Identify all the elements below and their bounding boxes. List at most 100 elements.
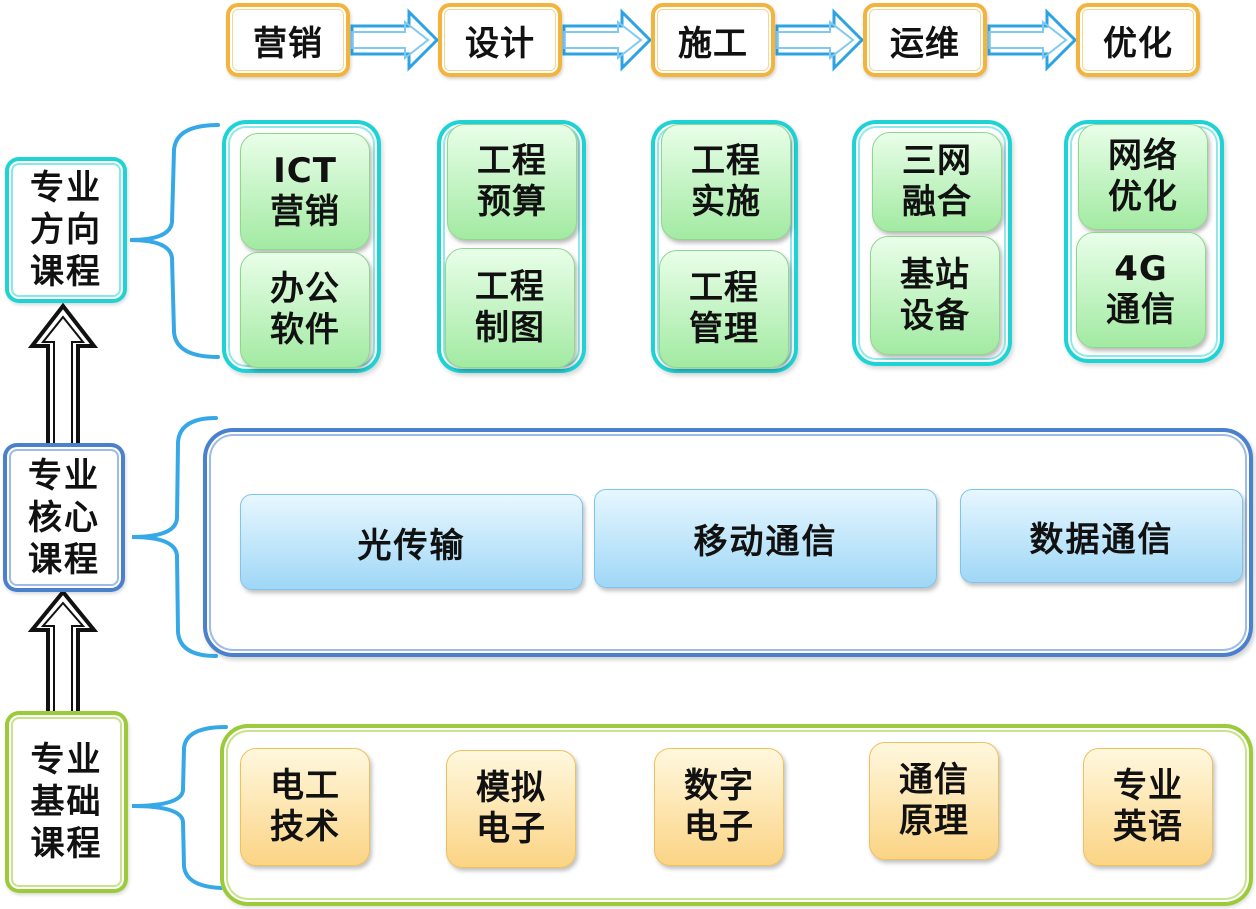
course-box: 模拟 电子 bbox=[446, 750, 576, 868]
course-label-line: 移动通信 bbox=[693, 522, 838, 562]
course-label-line: 管理 bbox=[689, 309, 759, 349]
course-label-line: 软件 bbox=[270, 310, 340, 350]
left-brace-direction bbox=[129, 123, 220, 359]
course-box: 电工 技术 bbox=[240, 748, 370, 866]
course-box: 工程 制图 bbox=[445, 248, 575, 368]
course-box: 移动通信 bbox=[594, 489, 937, 588]
level-title-direction: 专业 方向 课程 bbox=[5, 157, 127, 303]
level-title-line: 课程 bbox=[30, 252, 102, 292]
process-step-marketing: 营销 bbox=[226, 3, 350, 77]
course-group-operation: 三网 融合 基站 设备 bbox=[852, 120, 1012, 366]
arrow-outline bbox=[27, 588, 99, 716]
process-step-label: 营销 bbox=[253, 23, 323, 64]
level-title-line: 基础 bbox=[30, 782, 103, 822]
course-label-line: 办公 bbox=[270, 269, 340, 309]
arrow-outline bbox=[350, 8, 440, 72]
course-label-line: 数据通信 bbox=[1029, 519, 1174, 560]
course-group-design: 工程 预算 工程 制图 bbox=[437, 120, 586, 373]
course-box: 4G 通信 bbox=[1076, 232, 1206, 348]
course-group-construction: 工程 实施 工程 管理 bbox=[651, 120, 798, 373]
course-box: 三网 融合 bbox=[872, 132, 1002, 232]
course-label-line: 基站 bbox=[900, 254, 970, 295]
level-title-line: 课程 bbox=[30, 824, 103, 864]
left-brace-core bbox=[131, 416, 218, 658]
level-title-line: 专业 bbox=[28, 455, 100, 496]
course-group-marketing: ICT 营销 办公 软件 bbox=[222, 120, 381, 373]
course-label-line: 制图 bbox=[475, 308, 545, 348]
course-label-line: 光传输 bbox=[357, 525, 466, 566]
course-label-line: 工程 bbox=[689, 268, 759, 308]
course-label-line: 电工 bbox=[270, 766, 340, 806]
foundation-course-panel: 电工 技术 模拟 电子 数字 电子 通信 原理 专业 英语 bbox=[220, 724, 1253, 906]
course-label-line: 优化 bbox=[1108, 177, 1178, 217]
process-step-construction: 施工 bbox=[651, 3, 775, 77]
course-label-line: 工程 bbox=[475, 267, 545, 307]
process-step-operation: 运维 bbox=[863, 3, 987, 77]
arrow-outline bbox=[27, 302, 99, 448]
process-step-design: 设计 bbox=[438, 3, 562, 77]
course-label-line: ICT bbox=[273, 150, 337, 191]
course-label-line: 原理 bbox=[899, 801, 969, 841]
process-step-label: 施工 bbox=[678, 23, 748, 64]
arrow-inner-line bbox=[351, 19, 430, 61]
course-label-line: 三网 bbox=[902, 141, 972, 181]
course-label-line: 营销 bbox=[270, 191, 340, 232]
course-box: 通信 原理 bbox=[869, 742, 999, 860]
up-arrow-icon bbox=[27, 302, 99, 448]
course-box: 工程 实施 bbox=[661, 124, 791, 240]
course-box: 数据通信 bbox=[960, 489, 1243, 583]
left-brace-foundation bbox=[131, 725, 228, 890]
arrow-inner-line bbox=[776, 19, 855, 61]
course-label-line: 模拟 bbox=[476, 768, 546, 808]
course-label-line: 融合 bbox=[902, 182, 972, 222]
course-label-line: 通信 bbox=[899, 760, 969, 800]
arrow-outline bbox=[562, 8, 653, 72]
course-box: 办公 软件 bbox=[240, 252, 370, 368]
arrow-outline bbox=[987, 8, 1078, 72]
right-arrow-icon bbox=[987, 8, 1078, 72]
process-step-optimization: 优化 bbox=[1076, 3, 1200, 77]
course-box: 数字 电子 bbox=[654, 748, 784, 866]
course-label-line: 实施 bbox=[691, 182, 761, 222]
core-course-panel: 光传输 移动通信 数据通信 bbox=[203, 428, 1253, 657]
course-label-line: 技术 bbox=[270, 807, 340, 847]
course-box: 工程 管理 bbox=[659, 250, 789, 368]
course-box: 基站 设备 bbox=[870, 236, 1000, 355]
course-label-line: 预算 bbox=[477, 182, 547, 222]
course-box: 工程 预算 bbox=[447, 124, 577, 240]
course-label-line: 电子 bbox=[476, 809, 546, 849]
arrow-inner-line bbox=[563, 19, 643, 61]
course-box: 光传输 bbox=[240, 494, 583, 590]
level-title-core: 专业 核心 课程 bbox=[3, 443, 125, 592]
course-label-line: 英语 bbox=[1113, 807, 1183, 847]
process-step-label: 运维 bbox=[890, 23, 960, 64]
right-arrow-icon bbox=[350, 8, 440, 72]
course-label-line: 设备 bbox=[900, 295, 970, 336]
level-title-line: 方向 bbox=[30, 210, 102, 250]
course-box: ICT 营销 bbox=[240, 133, 370, 250]
course-box: 网络 优化 bbox=[1078, 124, 1208, 230]
course-label-line: 工程 bbox=[477, 141, 547, 181]
right-arrow-icon bbox=[562, 8, 653, 72]
process-step-label: 优化 bbox=[1103, 23, 1173, 64]
course-label-line: 电子 bbox=[684, 807, 754, 847]
course-label-line: 数字 bbox=[684, 766, 754, 806]
level-title-line: 专业 bbox=[30, 168, 102, 208]
arrow-inner-line bbox=[988, 19, 1068, 61]
course-box: 专业 英语 bbox=[1083, 748, 1213, 866]
level-title-line: 核心 bbox=[28, 497, 100, 538]
course-label-line: 工程 bbox=[691, 141, 761, 181]
up-arrow-icon bbox=[27, 588, 99, 716]
process-step-label: 设计 bbox=[465, 23, 535, 64]
level-title-foundation: 专业 基础 课程 bbox=[5, 711, 128, 893]
course-label-line: 专业 bbox=[1113, 766, 1183, 806]
course-label-line: 通信 bbox=[1106, 290, 1176, 330]
course-label-line: 网络 bbox=[1108, 136, 1178, 176]
course-label-line: 4G bbox=[1114, 249, 1168, 289]
level-title-line: 专业 bbox=[30, 740, 103, 780]
arrow-outline bbox=[775, 8, 865, 72]
course-group-optimization: 网络 优化 4G 通信 bbox=[1064, 120, 1224, 363]
level-title-line: 课程 bbox=[28, 539, 100, 580]
right-arrow-icon bbox=[775, 8, 865, 72]
